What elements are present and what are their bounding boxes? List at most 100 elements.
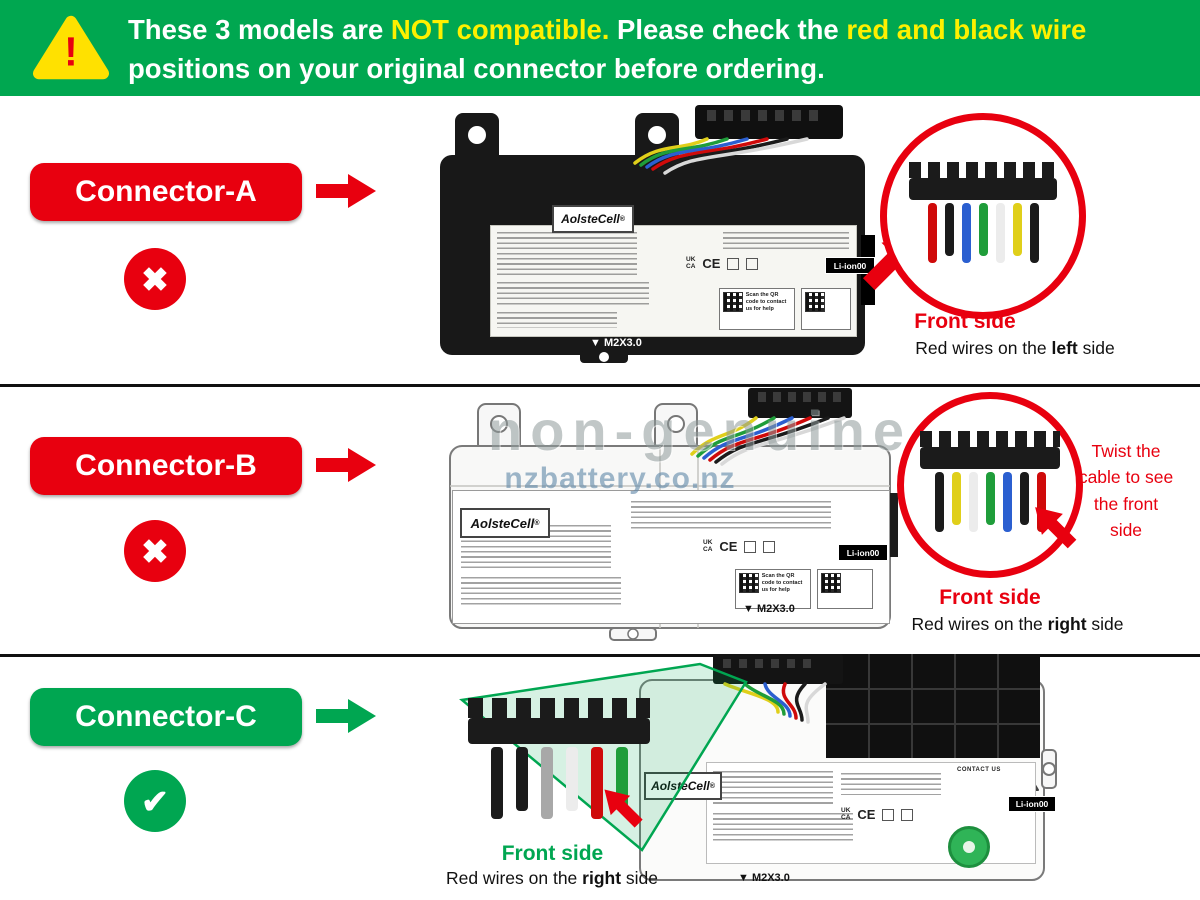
banner-text-part: These 3 models are: [128, 14, 391, 45]
contact-us-text: CONTACT US: [957, 767, 1001, 773]
fine-print-lines: [497, 282, 649, 306]
battery-photo-a: UK CA CE Scan the QR code to contact us …: [395, 105, 875, 365]
arrow-right-icon-b: [316, 448, 376, 482]
note-text: Red wires on the: [911, 614, 1048, 634]
wire-position-note-a: Red wires on the left side: [870, 338, 1160, 359]
pointer-arrow-icon-b: [1035, 507, 1077, 549]
front-side-label-b: Front side: [939, 586, 1041, 609]
cross-icon: ✖: [141, 260, 169, 298]
warning-exclamation: !: [64, 29, 78, 75]
ukca-mark: UK CA: [686, 255, 696, 270]
connector-b-closeup: [920, 430, 1060, 532]
qr-help-box: Scan the QR code to contact us for help: [735, 569, 811, 609]
qr-code-icon: [723, 292, 743, 312]
note-bold: right: [582, 868, 622, 888]
wire-1: [490, 747, 503, 819]
wire-6: [1019, 471, 1029, 525]
front-side-label-a: Front side: [914, 310, 1016, 333]
fine-print-lines: [713, 813, 853, 843]
fine-print-lines: [497, 232, 637, 276]
fine-print-lines: [631, 501, 831, 529]
qr-note: Scan the QR code to contact us for help: [745, 292, 787, 312]
wire-7: [1036, 471, 1046, 532]
arrow-right-icon-c: [316, 699, 376, 733]
cert-mark-icon: [746, 257, 759, 270]
li-ion-badge: Li-ion00: [1008, 796, 1056, 812]
registered-mark: ®: [534, 519, 540, 527]
front-side-label-c: Front side: [501, 842, 604, 865]
screw-mark: ▼ M2X3.0: [590, 337, 642, 349]
note-text: side: [621, 868, 659, 888]
certification-marks: UK CA CE: [703, 538, 776, 554]
registered-mark: ®: [619, 215, 625, 223]
banner-text-highlight: NOT compatible.: [390, 14, 610, 45]
arrow-right-icon-a: [316, 174, 376, 208]
ukca-mark: UK CA: [703, 538, 713, 553]
fine-print-lines: [723, 232, 849, 252]
qr-note: Scan the QR code to contact us for help: [761, 573, 803, 593]
wire-7: [1029, 202, 1039, 263]
qr-help-box: Scan the QR code to contact us for help: [719, 288, 795, 330]
incompatible-cross-badge-b: ✖: [124, 520, 186, 582]
note-text: side: [1077, 338, 1115, 358]
wire-4: [985, 471, 995, 525]
certification-marks: UK CA CE: [686, 255, 759, 271]
cross-icon: ✖: [141, 532, 169, 570]
battery-photo-b: UK CA CE Scan the QR code to contact us …: [430, 388, 900, 643]
certification-marks: UK CA CE: [841, 807, 914, 822]
wire-2: [944, 202, 954, 256]
note-text: Red wires on the: [915, 338, 1052, 358]
li-ion-badge: Li-ion00: [838, 544, 888, 561]
wire-2: [951, 471, 961, 525]
connector-teeth: [909, 161, 1057, 178]
banner-text-part: positions on your original connector bef…: [128, 53, 825, 84]
li-ion-badge: Li-ion00: [825, 257, 875, 274]
connector-slots: [758, 392, 841, 402]
cert-mark-icon: [882, 808, 895, 821]
check-icon: ✔: [141, 782, 169, 820]
connector-b-wires: [934, 471, 1046, 532]
warning-banner: ! These 3 models are NOT compatible. Ple…: [0, 0, 1200, 96]
connector-housing: [468, 718, 650, 744]
wire-5: [1002, 471, 1012, 532]
cert-mark-icon: [727, 257, 740, 270]
wire-2: [515, 747, 528, 811]
connector-a-closeup: [909, 161, 1057, 263]
qr-code-icon: [739, 573, 759, 593]
banner-text-part: Please check the: [609, 14, 847, 45]
wire-1: [927, 202, 937, 263]
pointer-arrow-icon-c: [604, 789, 643, 828]
ribbon-cable-b: [690, 416, 846, 466]
connector-a-closeup-circle: [880, 113, 1086, 319]
screw-mark: ▼ M2X3.0: [743, 603, 795, 615]
connector-slots: [707, 110, 818, 121]
brand-box: AolsteCell ®: [644, 772, 722, 800]
brand-name: AolsteCell: [470, 515, 535, 531]
incompatible-cross-badge-a: ✖: [124, 248, 186, 310]
qr-code-icon: [805, 292, 825, 312]
banner-text-highlight: red and black wire: [846, 14, 1087, 45]
note-bold: right: [1047, 614, 1087, 634]
qr-help-box: [817, 569, 873, 609]
connector-housing: [920, 446, 1060, 469]
ce-mark: CE: [719, 539, 738, 554]
brand-name: AolsteCell: [651, 779, 710, 793]
battery-photo-c: CONTACT US UK CA CE AolsteCell ® Li-ion0…: [628, 650, 1058, 895]
fine-print-lines: [497, 312, 617, 328]
warning-triangle-icon: !: [32, 15, 110, 80]
cert-mark-icon: [744, 540, 757, 553]
section-divider: [0, 654, 1200, 657]
cell-grid-lines: [826, 654, 1040, 758]
wire-position-note-b: Red wires on the right side: [870, 614, 1165, 635]
connector-b-closeup-circle: [897, 392, 1083, 578]
registered-mark: ®: [709, 782, 715, 790]
watermark-non-genuine: non-genuine: [488, 399, 912, 462]
wire-3: [961, 202, 971, 263]
wire-4: [565, 747, 578, 811]
watermark-domain: nzbattery.co.nz: [504, 462, 736, 495]
ribbon-cable-c: [723, 682, 827, 724]
wire-3: [968, 471, 978, 532]
pcb-screw-hole: [948, 826, 990, 868]
wire-3: [540, 747, 553, 819]
wire-6: [1012, 202, 1022, 256]
